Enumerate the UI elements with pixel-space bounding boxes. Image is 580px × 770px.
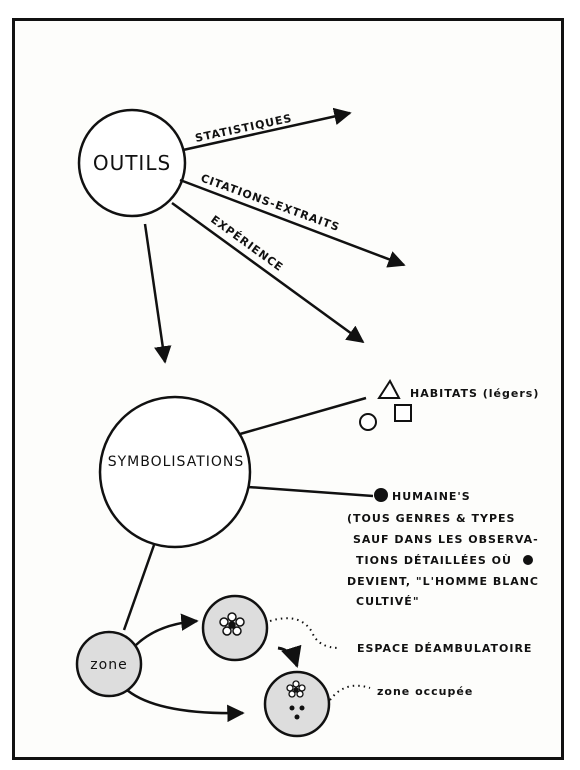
- habitats-link: [239, 396, 367, 436]
- statistiques-arrow: [182, 107, 352, 152]
- experience-arrow: [171, 201, 365, 344]
- habitats-label: HABITATS (légers): [410, 387, 539, 400]
- zone-label: zone: [90, 657, 127, 673]
- occupant-dot-icon: [289, 705, 295, 711]
- humaines-note-line-1: (TOUS GENRES & TYPES: [347, 512, 515, 525]
- humaines-title: HUMAINE'S: [392, 490, 471, 503]
- symbolisations-to-zone-link: [122, 544, 156, 631]
- triangle-icon: [377, 379, 401, 399]
- citations-arrow: [179, 178, 406, 268]
- outils-label: OUTILS: [93, 151, 171, 175]
- occupant-dot-icon: [294, 714, 300, 720]
- experience-label: EXPÉRIENCE: [208, 213, 286, 274]
- espace-to-occupee-arrow: [277, 644, 302, 669]
- square-icon: [394, 404, 412, 422]
- espace-dotted-leader: [269, 617, 341, 649]
- human-dot-icon: [374, 488, 388, 502]
- symbolisations-label: SYMBOLISATIONS: [108, 454, 245, 470]
- zone-circle: [75, 630, 143, 698]
- humaines-note-line-3: TIONS DÉTAILLÉES OÙ: [356, 554, 512, 567]
- humaines-note-line-5: CULTIVÉ": [356, 595, 420, 608]
- symbolisations-circle: [98, 395, 252, 549]
- human-dot-small-icon: [523, 555, 533, 565]
- humaines-note-line-2: SAUF DANS LES OBSERVA-: [353, 533, 539, 546]
- circle-icon: [359, 413, 377, 431]
- humaines-link: [247, 485, 374, 498]
- espace-label: ESPACE DÉAMBULATOIRE: [357, 642, 532, 655]
- zone-to-occupee-arrow: [126, 689, 245, 723]
- flower-small-icon: [286, 680, 306, 698]
- humaines-note-line-4: DEVIENT, "L'HOMME BLANC: [347, 575, 539, 588]
- occupant-dot-icon: [299, 705, 305, 711]
- outils-to-symbolisations-arrow: [143, 223, 172, 364]
- zone-to-espace-arrow: [135, 613, 199, 646]
- flower-icon: [219, 612, 245, 636]
- occupee-label: zone occupée: [377, 685, 473, 698]
- outils-circle: [77, 108, 187, 218]
- occupee-dotted-leader: [329, 684, 371, 701]
- occupee-circle: [263, 670, 331, 738]
